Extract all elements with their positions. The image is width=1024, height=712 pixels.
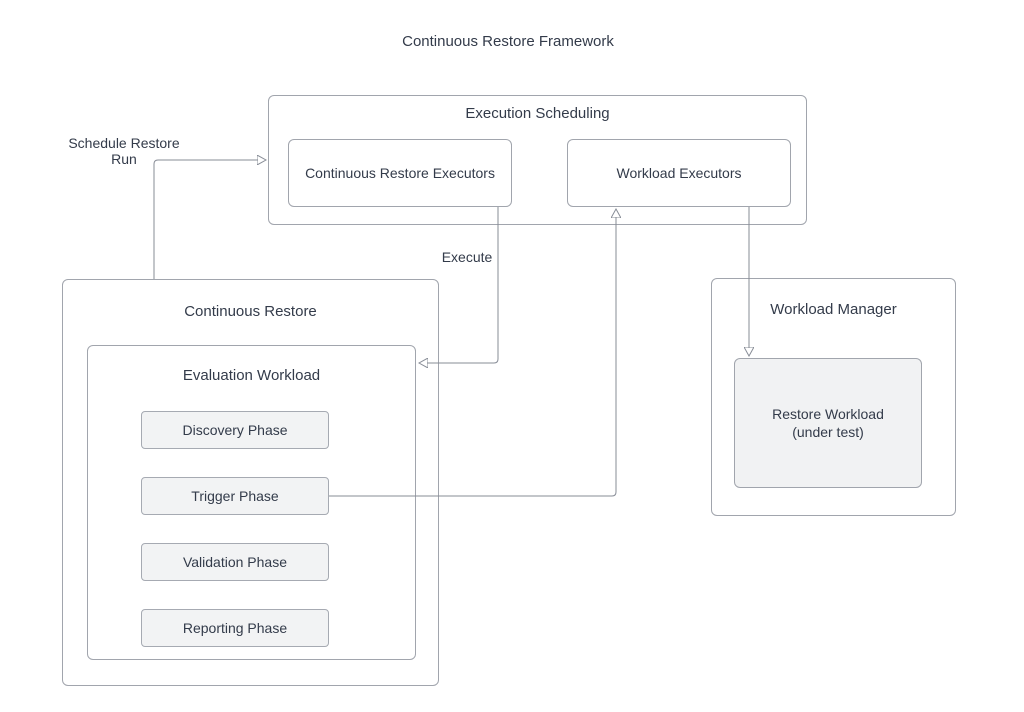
node-trigger-phase-label: Trigger Phase	[191, 488, 279, 504]
node-validation-phase: Validation Phase	[141, 543, 329, 581]
node-reporting-phase-label: Reporting Phase	[182, 620, 288, 636]
node-continuous-restore-executors-label: Continuous Restore Executors	[305, 165, 495, 181]
diagram-title: Continuous Restore Framework	[402, 33, 614, 50]
node-workload-executors: Workload Executors	[567, 139, 791, 207]
node-restore-workload: Restore Workload (under test)	[734, 358, 922, 488]
edge-schedule-restore-run	[153, 160, 258, 279]
node-discovery-phase-label: Discovery Phase	[182, 422, 288, 438]
node-continuous-restore-executors: Continuous Restore Executors	[288, 139, 512, 207]
group-execution-scheduling-label: Execution Scheduling	[465, 105, 610, 122]
group-evaluation-workload-label: Evaluation Workload	[182, 367, 321, 384]
edge-label-execute: Execute	[441, 249, 493, 265]
group-continuous-restore-label: Continuous Restore	[184, 303, 317, 320]
group-workload-manager-label: Workload Manager	[770, 301, 897, 318]
edge-label-schedule-restore-run: Schedule Restore Run	[68, 135, 180, 167]
node-trigger-phase: Trigger Phase	[141, 477, 329, 515]
node-reporting-phase: Reporting Phase	[141, 609, 329, 647]
node-restore-workload-sublabel: (under test)	[792, 424, 864, 440]
node-discovery-phase: Discovery Phase	[141, 411, 329, 449]
node-validation-phase-label: Validation Phase	[182, 554, 288, 570]
node-restore-workload-label: Restore Workload	[772, 406, 884, 422]
node-workload-executors-label: Workload Executors	[616, 165, 742, 181]
